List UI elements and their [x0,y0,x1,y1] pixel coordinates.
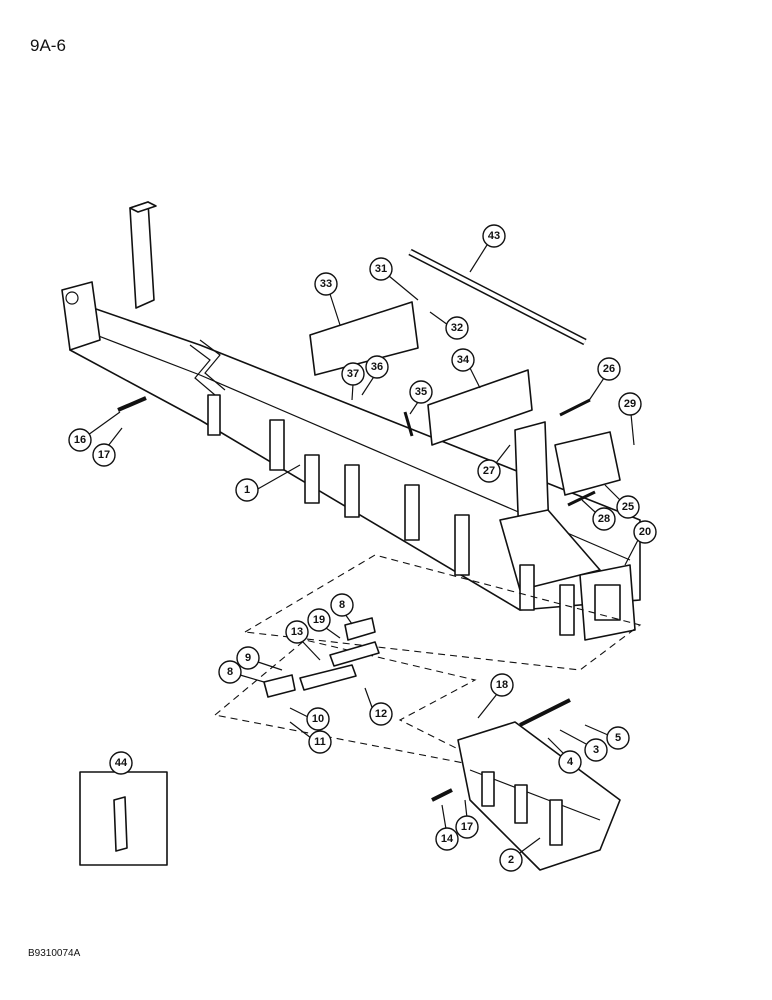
svg-text:34: 34 [457,354,470,366]
svg-text:12: 12 [375,708,387,720]
svg-text:31: 31 [375,263,387,275]
callout-18: 18 [477,673,514,719]
callout-11: 11 [289,721,332,754]
bracket-25 [554,431,621,496]
detail-region-lower [213,639,501,771]
shaft-43 [408,248,587,346]
callout-31: 31 [369,257,419,301]
svg-text:18: 18 [496,679,508,691]
strap-8a [263,674,296,698]
pin-28 [567,490,596,507]
strap-12b [329,641,380,667]
figure-code: B9310074A [28,948,81,959]
strap-8b [344,617,376,641]
callout-35: 35 [409,380,433,415]
bolt-35 [403,411,414,437]
callout-28: 28 [581,499,616,531]
callout-2: 2 [499,837,541,872]
svg-text:35: 35 [415,386,427,398]
callout-8b: 8 [330,593,354,625]
inset-part-44 [113,796,128,852]
svg-text:14: 14 [441,833,454,845]
callout-10: 10 [289,707,330,731]
callout-34: 34 [451,348,481,389]
callout-13: 13 [285,620,321,661]
callout-32: 32 [429,311,469,340]
svg-text:1: 1 [244,484,250,496]
svg-text:4: 4 [567,756,574,768]
svg-text:25: 25 [622,501,634,513]
svg-text:17: 17 [98,449,110,461]
svg-text:28: 28 [598,513,610,525]
callout-19: 19 [307,608,341,639]
svg-text:32: 32 [451,322,463,334]
svg-text:19: 19 [313,614,325,626]
plate-33 [309,301,419,376]
subframe-2 [431,698,621,871]
callout-20: 20 [624,520,657,566]
svg-text:10: 10 [312,713,324,725]
svg-text:2: 2 [508,854,514,866]
callout-37: 37 [341,362,365,401]
svg-text:11: 11 [314,736,326,748]
svg-text:20: 20 [639,526,651,538]
callout-44: 44 [109,751,133,775]
callout-5: 5 [584,724,630,750]
svg-text:17: 17 [461,821,473,833]
plate-34 [427,369,533,446]
page-number: 9A-6 [30,36,66,55]
callout-4: 4 [547,737,582,774]
callout-17a: 17 [92,427,123,467]
svg-text:13: 13 [291,626,303,638]
callout-3: 3 [559,729,608,762]
callout-1: 1 [235,464,301,502]
detail-region-upper [243,554,642,671]
svg-text:29: 29 [624,398,636,410]
bolt-26 [559,398,591,417]
svg-text:3: 3 [593,744,599,756]
svg-text:33: 33 [320,278,332,290]
callout-12: 12 [364,687,393,726]
callout-43: 43 [469,224,506,273]
svg-text:8: 8 [339,599,345,611]
callout-8a: 8 [218,660,265,684]
svg-text:27: 27 [483,465,495,477]
svg-text:44: 44 [115,757,128,769]
callout-16: 16 [68,411,121,452]
callout-33: 33 [314,272,341,326]
strap-12a [299,664,357,691]
callout-36: 36 [361,355,389,396]
svg-text:16: 16 [74,434,86,446]
svg-text:8: 8 [227,666,233,678]
svg-text:26: 26 [603,363,615,375]
svg-text:36: 36 [371,361,383,373]
pin-16 [117,396,147,412]
svg-text:43: 43 [488,230,500,242]
callout-25: 25 [604,484,640,519]
callout-27: 27 [477,444,511,483]
svg-text:37: 37 [347,368,359,380]
main-frame [61,201,641,641]
callout-29: 29 [618,392,642,446]
svg-text:9: 9 [245,652,251,664]
callout-9: 9 [236,646,283,671]
callout-26: 26 [587,357,621,403]
callout-14: 14 [435,804,459,851]
callout-17b: 17 [455,799,479,839]
svg-text:5: 5 [615,732,621,744]
